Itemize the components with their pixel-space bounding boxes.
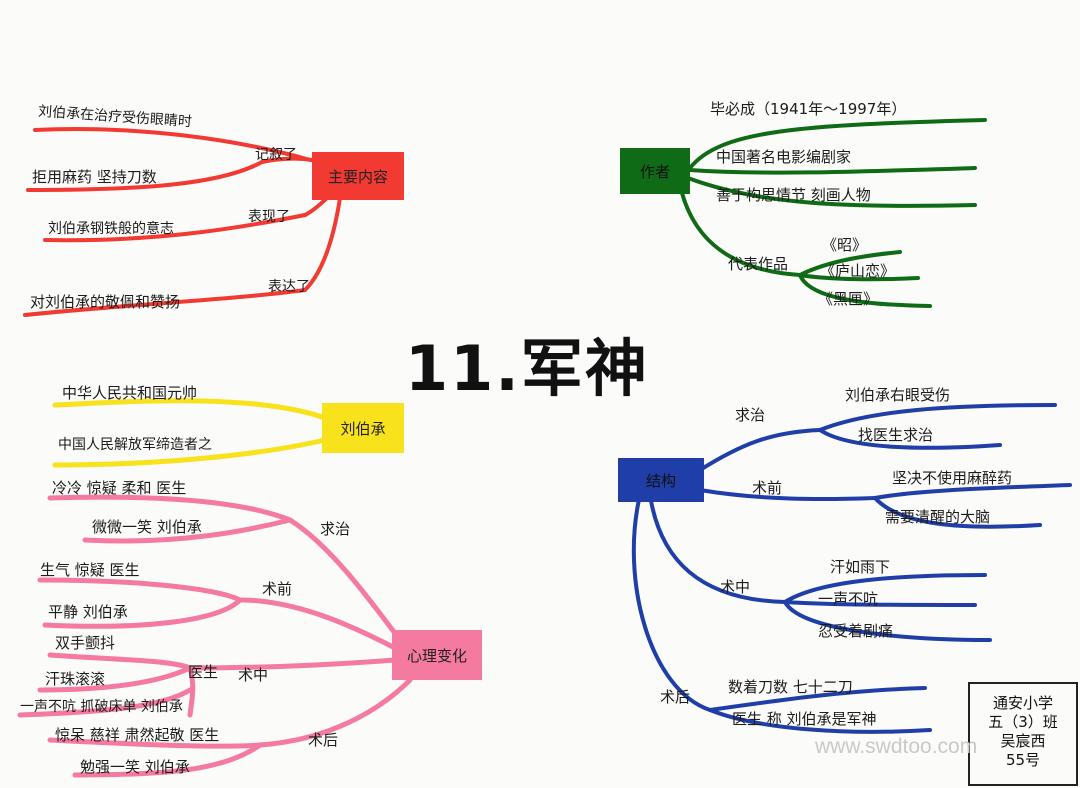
blue-item: 医生 称 刘伯承是军神 bbox=[732, 710, 877, 728]
pink-item: 平静 刘伯承 bbox=[48, 603, 128, 621]
pink-stage-label: 求治 bbox=[320, 520, 351, 538]
pink-root-box: 心理变化 bbox=[392, 630, 482, 680]
pink-root-label: 心理变化 bbox=[406, 646, 467, 665]
pink-stage-label: 术中 bbox=[238, 666, 269, 684]
pink-branch-lines bbox=[17, 494, 413, 778]
blue-item: 刘伯承右眼受伤 bbox=[845, 386, 951, 404]
pink-doctor-label: 医生 bbox=[188, 663, 219, 681]
blue-item: 需要清醒的大脑 bbox=[885, 508, 991, 526]
red-branch-lines bbox=[23, 127, 342, 317]
blue-branch-lines bbox=[631, 403, 1072, 734]
pink-item: 汗珠滚滚 bbox=[45, 670, 106, 688]
green-item: 中国著名电影编剧家 bbox=[716, 148, 852, 166]
page-title: 11.军神 bbox=[405, 332, 649, 405]
green-root-box: 作者 bbox=[620, 148, 690, 194]
red-item: 对刘伯承的敬佩和赞扬 bbox=[30, 293, 181, 311]
pink-stage-label: 术后 bbox=[308, 731, 339, 749]
student-info-box: 通安小学 五（3）班 吴宸西 55号 bbox=[968, 682, 1078, 786]
blue-stage-label: 术中 bbox=[720, 578, 751, 596]
yellow-root-box: 刘伯承 bbox=[322, 403, 404, 453]
pink-stage-label: 术前 bbox=[262, 580, 293, 598]
blue-stage-label: 求治 bbox=[735, 406, 766, 424]
yellow-item: 中国人民解放军缔造者之 bbox=[58, 437, 212, 453]
pink-item: 惊呆 慈祥 肃然起敬 医生 bbox=[55, 726, 220, 744]
red-root-box: 主要内容 bbox=[312, 152, 404, 200]
class-name: 五（3）班 bbox=[988, 713, 1058, 731]
red-item: 记叙了 bbox=[255, 147, 297, 163]
blue-item: 坚决不使用麻醉药 bbox=[892, 469, 1013, 487]
pink-item: 勉强一笑 刘伯承 bbox=[80, 758, 190, 776]
yellow-branch-lines bbox=[52, 398, 328, 468]
student-number: 55号 bbox=[1005, 751, 1041, 769]
blue-stage-label: 术前 bbox=[752, 479, 783, 497]
pink-item: 一声不吭 抓破床单 刘伯承 bbox=[20, 699, 183, 715]
red-item: 拒用麻药 坚持刀数 bbox=[32, 168, 157, 186]
red-item: 表现了 bbox=[248, 209, 290, 225]
blue-item: 数着刀数 七十二刀 bbox=[728, 678, 853, 696]
green-work: 《昭》 bbox=[822, 236, 868, 254]
watermark: www.swdtoo.com bbox=[815, 735, 978, 758]
blue-item: 汗如雨下 bbox=[830, 558, 891, 576]
blue-root-box: 结构 bbox=[618, 458, 704, 502]
pink-item: 微微一笑 刘伯承 bbox=[92, 518, 202, 536]
pink-item: 冷冷 惊疑 柔和 医生 bbox=[52, 479, 187, 497]
blue-item: 一声不吭 bbox=[818, 590, 879, 608]
green-work: 《庐山恋》 bbox=[820, 262, 896, 280]
pink-item: 生气 惊疑 医生 bbox=[40, 561, 140, 579]
green-item: 代表作品 bbox=[728, 255, 789, 273]
green-item: 善于构思情节 刻画人物 bbox=[716, 186, 871, 204]
green-item: 毕必成（1941年～1997年） bbox=[710, 100, 907, 118]
blue-root-label: 结构 bbox=[645, 471, 676, 490]
green-work: 《黑匣》 bbox=[818, 290, 879, 308]
pink-item: 双手颤抖 bbox=[55, 634, 116, 652]
yellow-item: 中华人民共和国元帅 bbox=[62, 384, 198, 402]
blue-stage-label: 术后 bbox=[660, 688, 691, 706]
yellow-root-label: 刘伯承 bbox=[340, 419, 386, 438]
green-branch-lines bbox=[678, 118, 987, 308]
student-name: 吴宸西 bbox=[1000, 732, 1046, 750]
red-item: 刘伯承钢铁般的意志 bbox=[48, 221, 174, 237]
school-name: 通安小学 bbox=[992, 694, 1053, 712]
green-root-label: 作者 bbox=[639, 162, 670, 181]
blue-item: 忍受着剧痛 bbox=[818, 622, 894, 640]
red-item: 表达了 bbox=[268, 279, 310, 295]
red-root-label: 主要内容 bbox=[327, 167, 388, 186]
blue-item: 找医生求治 bbox=[858, 426, 934, 444]
